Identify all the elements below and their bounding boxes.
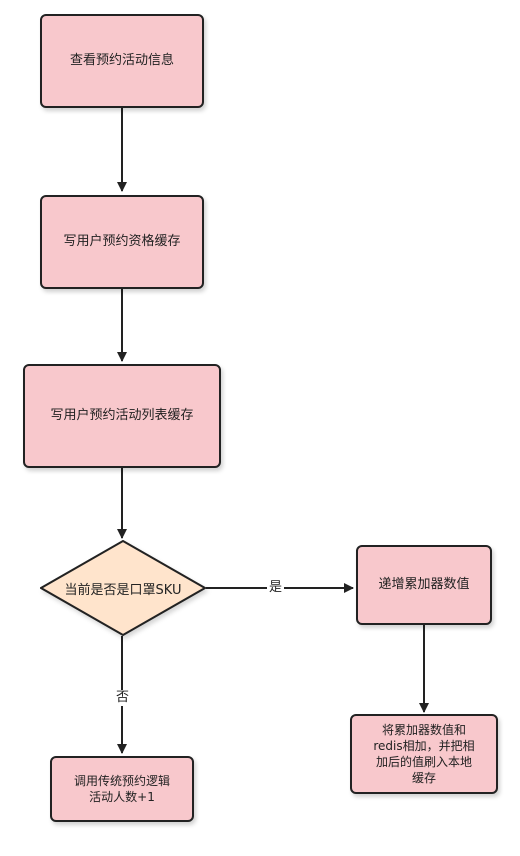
node-write-list: 写用户预约活动列表缓存: [23, 364, 221, 468]
decision-diamond-shape: [40, 540, 206, 636]
node-decision: 当前是否是口罩SKU: [40, 540, 206, 636]
edge-label-no: 否: [114, 690, 132, 706]
node-view-info: 查看预约活动信息: [40, 14, 204, 108]
node-write-qualification: 写用户预约资格缓存: [40, 195, 204, 289]
node-increment: 递增累加器数值: [356, 545, 492, 625]
node-merge-cache: 将累加器数值和 redis相加，并把相 加后的值刷入本地 缓存: [350, 714, 498, 794]
edge-label-yes: 是: [267, 580, 285, 596]
node-decision-label: 当前是否是口罩SKU: [64, 582, 182, 598]
node-traditional: 调用传统预约逻辑 活动人数+1: [50, 756, 194, 822]
